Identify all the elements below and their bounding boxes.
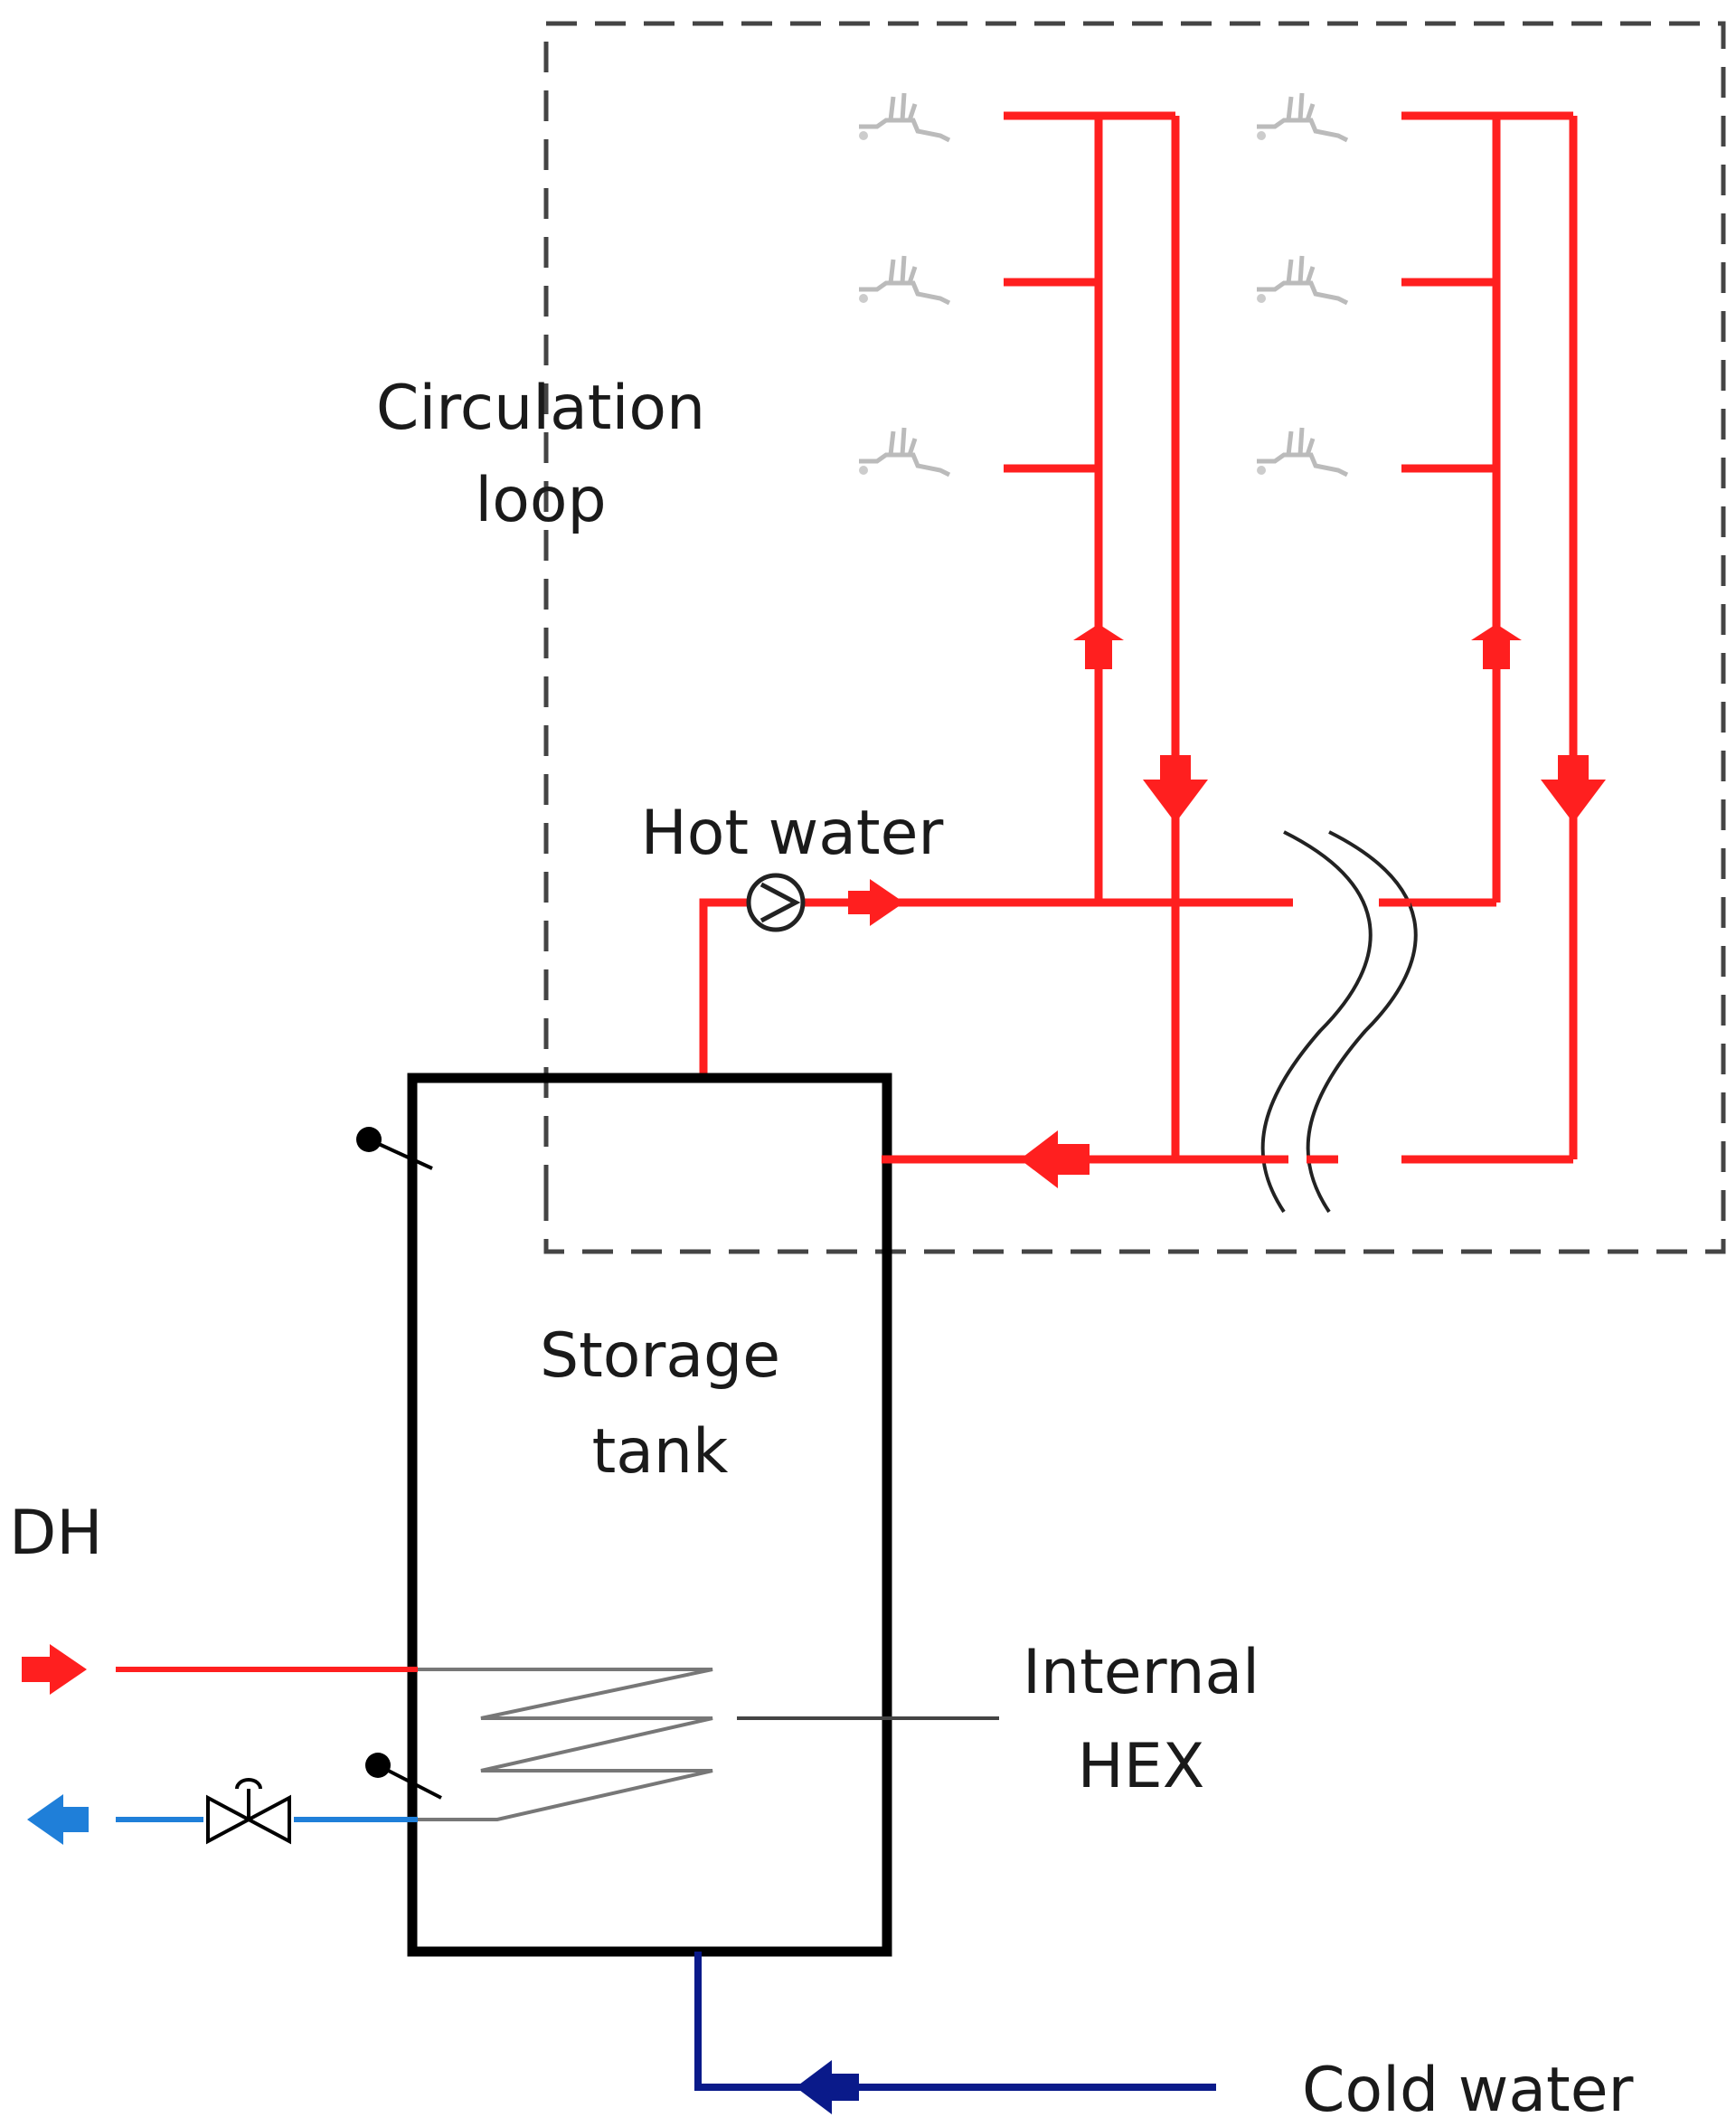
storage-tank [407, 1073, 892, 1957]
flow-arrow-icon [1471, 624, 1522, 669]
tap-icon [859, 427, 951, 477]
flow-arrow-icon [22, 1644, 87, 1695]
internal-hex-coil [418, 1668, 713, 1821]
tap-icon [1257, 255, 1349, 306]
internal-hex-label-line1: Internal [1023, 1637, 1260, 1708]
tap-icon [1257, 427, 1349, 477]
flow-arrow-icon [1143, 755, 1208, 823]
flow-arrow-icon [796, 2060, 859, 2114]
sensor-icon [365, 1753, 442, 1800]
pump-icon [746, 873, 806, 932]
storage-tank-label-line2: tank [592, 1416, 729, 1488]
dh-label: DH [9, 1498, 103, 1569]
circulation-loop-label-line2: loop [475, 465, 606, 536]
circulation-loop-label-line1: Circulation [376, 373, 705, 444]
valve-icon [203, 1778, 294, 1846]
hot-water-label: Hot water [641, 798, 944, 869]
cold-water-label: Cold water [1302, 2055, 1634, 2126]
flow-arrow-icon [1541, 755, 1606, 823]
tap-icon [1257, 92, 1349, 143]
circulation-loop-boundary [543, 21, 1726, 1254]
sensor-icon [356, 1127, 433, 1170]
internal-hex-label-line2: HEX [1078, 1731, 1205, 1802]
flow-arrow-icon [1020, 1130, 1090, 1188]
storage-tank-label-line1: Storage [540, 1320, 780, 1392]
hot-water-piping [699, 111, 1578, 1164]
tap-icon [859, 255, 951, 306]
cold-water-pipe [694, 1952, 1216, 2091]
flow-arrow-icon [27, 1794, 89, 1845]
tap-icon [859, 92, 951, 143]
flow-arrow-icon [1073, 624, 1124, 669]
pipe-break-icon [1260, 823, 1418, 1221]
flow-arrow-icon [848, 879, 904, 926]
